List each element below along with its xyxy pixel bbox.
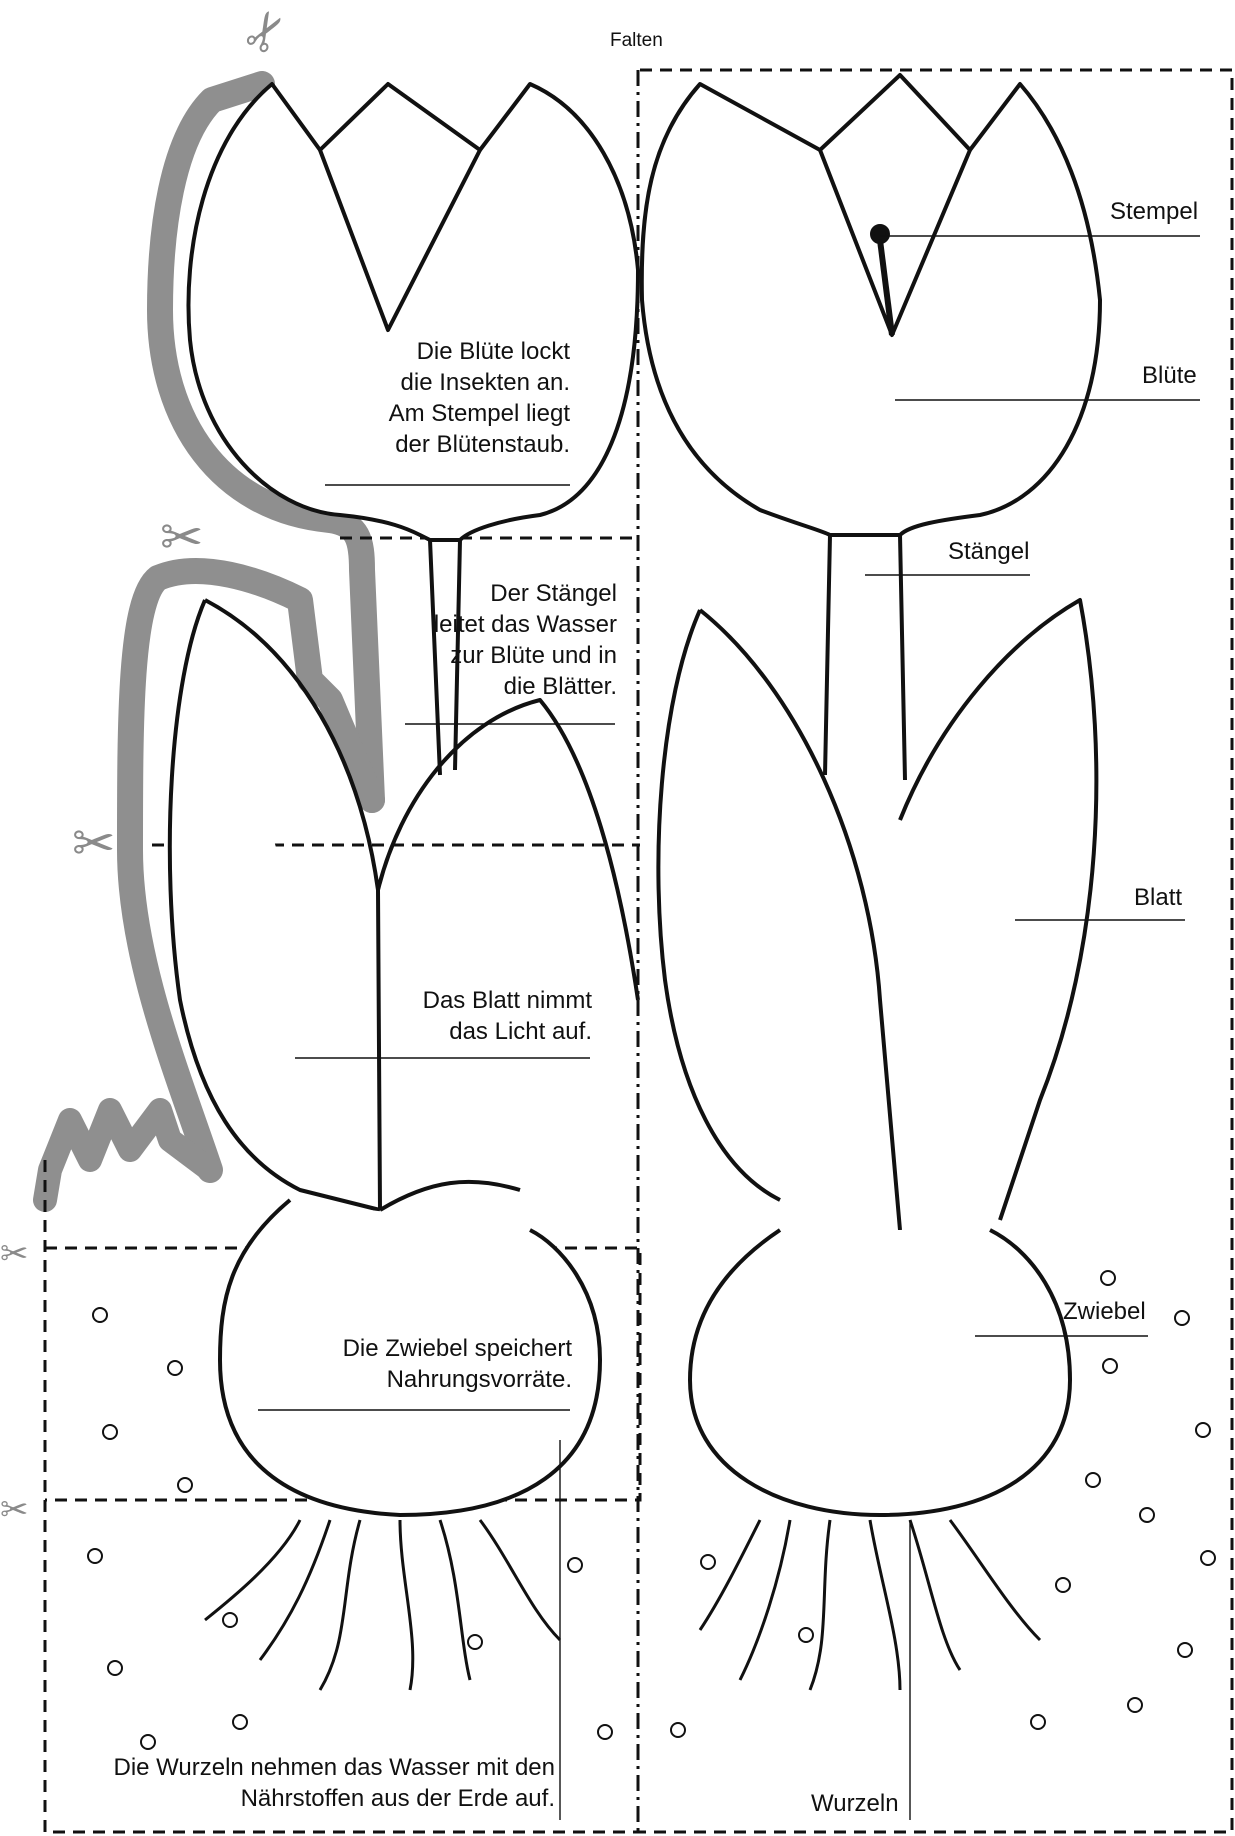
scissors-icon: ✂ (72, 818, 116, 870)
stem-text-line: Der Stängel (380, 578, 617, 609)
bloom-text-line: der Blütenstaub. (280, 429, 570, 460)
scissors-icon: ✂ (160, 512, 204, 564)
left-tulip-drawing (170, 84, 638, 1690)
stem-text-line: zur Blüte und in (380, 640, 617, 671)
stem-text-line: die Blätter. (380, 671, 617, 702)
label-bluete: Blüte (1142, 362, 1197, 390)
bulb-text: Die Zwiebel speichert Nahrungsvorräte. (260, 1333, 572, 1395)
right-tulip-drawing (642, 75, 1100, 1690)
label-stempel: Stempel (1110, 198, 1198, 226)
label-staengel: Stängel (948, 538, 1029, 566)
bloom-text-line: die Insekten an. (280, 367, 570, 398)
label-blatt: Blatt (1134, 884, 1182, 912)
bloom-text: Die Blüte lockt die Insekten an. Am Stem… (280, 336, 570, 460)
bulb-text-line: Nahrungsvorräte. (260, 1364, 572, 1395)
bulb-text-line: Die Zwiebel speichert (260, 1333, 572, 1364)
fold-label: Falten (610, 30, 663, 52)
scissors-icon: ✂ (0, 1484, 29, 1536)
leaf-text: Das Blatt nimmt das Licht auf. (330, 985, 592, 1047)
roots-text-line: Nährstoffen aus der Erde auf. (60, 1783, 555, 1814)
scissors-icon: ✂ (0, 1228, 29, 1280)
leaf-text-line: Das Blatt nimmt (330, 985, 592, 1016)
leaf-text-line: das Licht auf. (330, 1016, 592, 1047)
label-zwiebel: Zwiebel (1063, 1298, 1146, 1326)
roots-text: Die Wurzeln nehmen das Wasser mit den Nä… (60, 1752, 555, 1814)
bloom-text-line: Am Stempel liegt (280, 398, 570, 429)
roots-text-line: Die Wurzeln nehmen das Wasser mit den (60, 1752, 555, 1783)
label-wurzeln: Wurzeln (811, 1790, 899, 1818)
bloom-text-line: Die Blüte lockt (280, 336, 570, 367)
stem-text: Der Stängel leitet das Wasser zur Blüte … (380, 578, 617, 702)
stem-text-line: leitet das Wasser (380, 609, 617, 640)
